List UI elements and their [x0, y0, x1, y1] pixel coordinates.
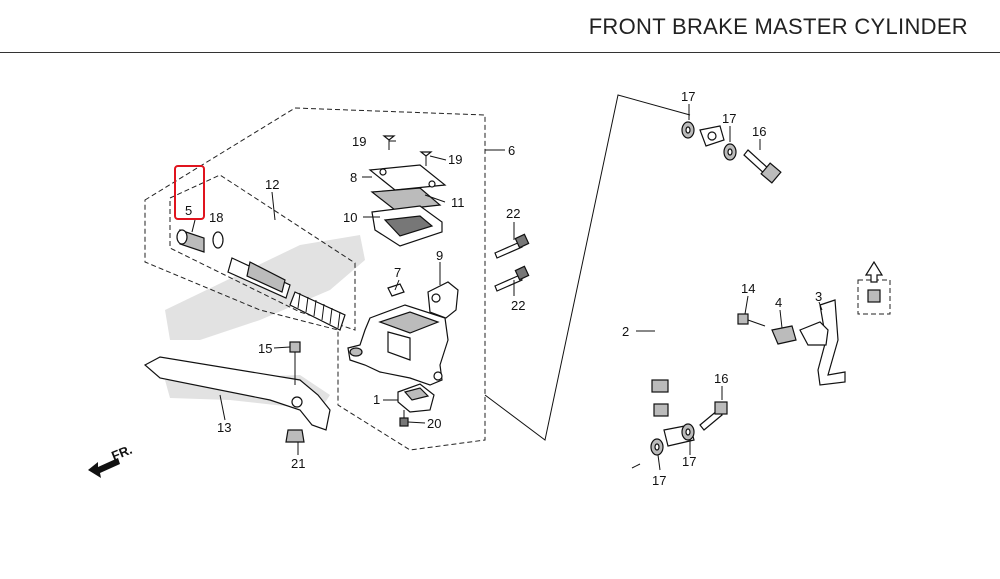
callout-10[interactable]: 10 [343, 210, 357, 225]
page-title: FRONT BRAKE MASTER CYLINDER [588, 14, 968, 39]
up-arrow-icon [864, 260, 884, 283]
callout-5[interactable]: 5 [185, 203, 192, 218]
callout-4[interactable]: 4 [775, 295, 782, 310]
bolt-22b[interactable] [494, 265, 530, 292]
header-divider [0, 52, 1000, 53]
clamp-holder[interactable] [427, 281, 459, 319]
callout-12[interactable]: 12 [265, 177, 279, 192]
callout-22b[interactable]: 22 [511, 298, 525, 313]
direction-indicator [857, 260, 891, 315]
screw-20[interactable] [399, 410, 409, 427]
front-label: FR. [109, 442, 134, 464]
master-cylinder-body[interactable] [347, 304, 449, 386]
callout-11[interactable]: 11 [451, 195, 465, 210]
screw-19b[interactable] [419, 151, 433, 166]
callout-6[interactable]: 6 [508, 143, 515, 158]
washer-17b[interactable] [723, 143, 737, 161]
callout-21[interactable]: 21 [291, 456, 305, 471]
piston-set[interactable] [227, 257, 346, 331]
front-arrow-icon [88, 458, 120, 478]
callout-1[interactable]: 1 [373, 392, 380, 407]
callout-14[interactable]: 14 [741, 281, 755, 296]
callout-19a[interactable]: 19 [352, 134, 366, 149]
callout-22a[interactable]: 22 [506, 206, 520, 221]
highlight-box [174, 165, 205, 220]
callout-8[interactable]: 8 [350, 170, 357, 185]
boot-clip[interactable] [387, 283, 405, 297]
screw-19a[interactable] [382, 135, 396, 150]
washer-17d[interactable] [681, 423, 695, 441]
circlip[interactable] [212, 231, 224, 249]
callout-2[interactable]: 2 [622, 324, 629, 339]
brake-switch[interactable] [397, 383, 435, 413]
callout-16b[interactable]: 16 [714, 371, 728, 386]
callout-20[interactable]: 20 [427, 416, 441, 431]
callout-17d[interactable]: 17 [652, 473, 666, 488]
washer-17c[interactable] [650, 438, 664, 456]
callout-7[interactable]: 7 [394, 265, 401, 280]
callout-3[interactable]: 3 [815, 289, 822, 304]
assembly-outline [144, 94, 691, 451]
callout-13[interactable]: 13 [217, 420, 231, 435]
leader-lines [191, 104, 823, 471]
lever-nut[interactable] [285, 429, 305, 443]
bolt-14[interactable] [737, 313, 766, 327]
callout-15[interactable]: 15 [258, 341, 272, 356]
bolt-16a[interactable] [743, 149, 782, 184]
hose-bracket[interactable] [799, 299, 846, 386]
bolt-22a[interactable] [494, 233, 530, 259]
callout-17a[interactable]: 17 [681, 89, 695, 104]
callout-19b[interactable]: 19 [448, 152, 462, 167]
callout-16a[interactable]: 16 [752, 124, 766, 139]
callout-17b[interactable]: 17 [722, 111, 736, 126]
brake-lever[interactable] [143, 356, 331, 431]
washer-17a[interactable] [681, 121, 695, 139]
callout-18[interactable]: 18 [209, 210, 223, 225]
callout-9[interactable]: 9 [436, 248, 443, 263]
reservoir-cap[interactable] [368, 164, 447, 247]
callout-17c[interactable]: 17 [682, 454, 696, 469]
hose-clip[interactable] [771, 325, 797, 345]
brake-hose[interactable] [651, 125, 725, 447]
boot-part[interactable] [176, 229, 205, 253]
bolt-16b[interactable] [699, 401, 728, 431]
